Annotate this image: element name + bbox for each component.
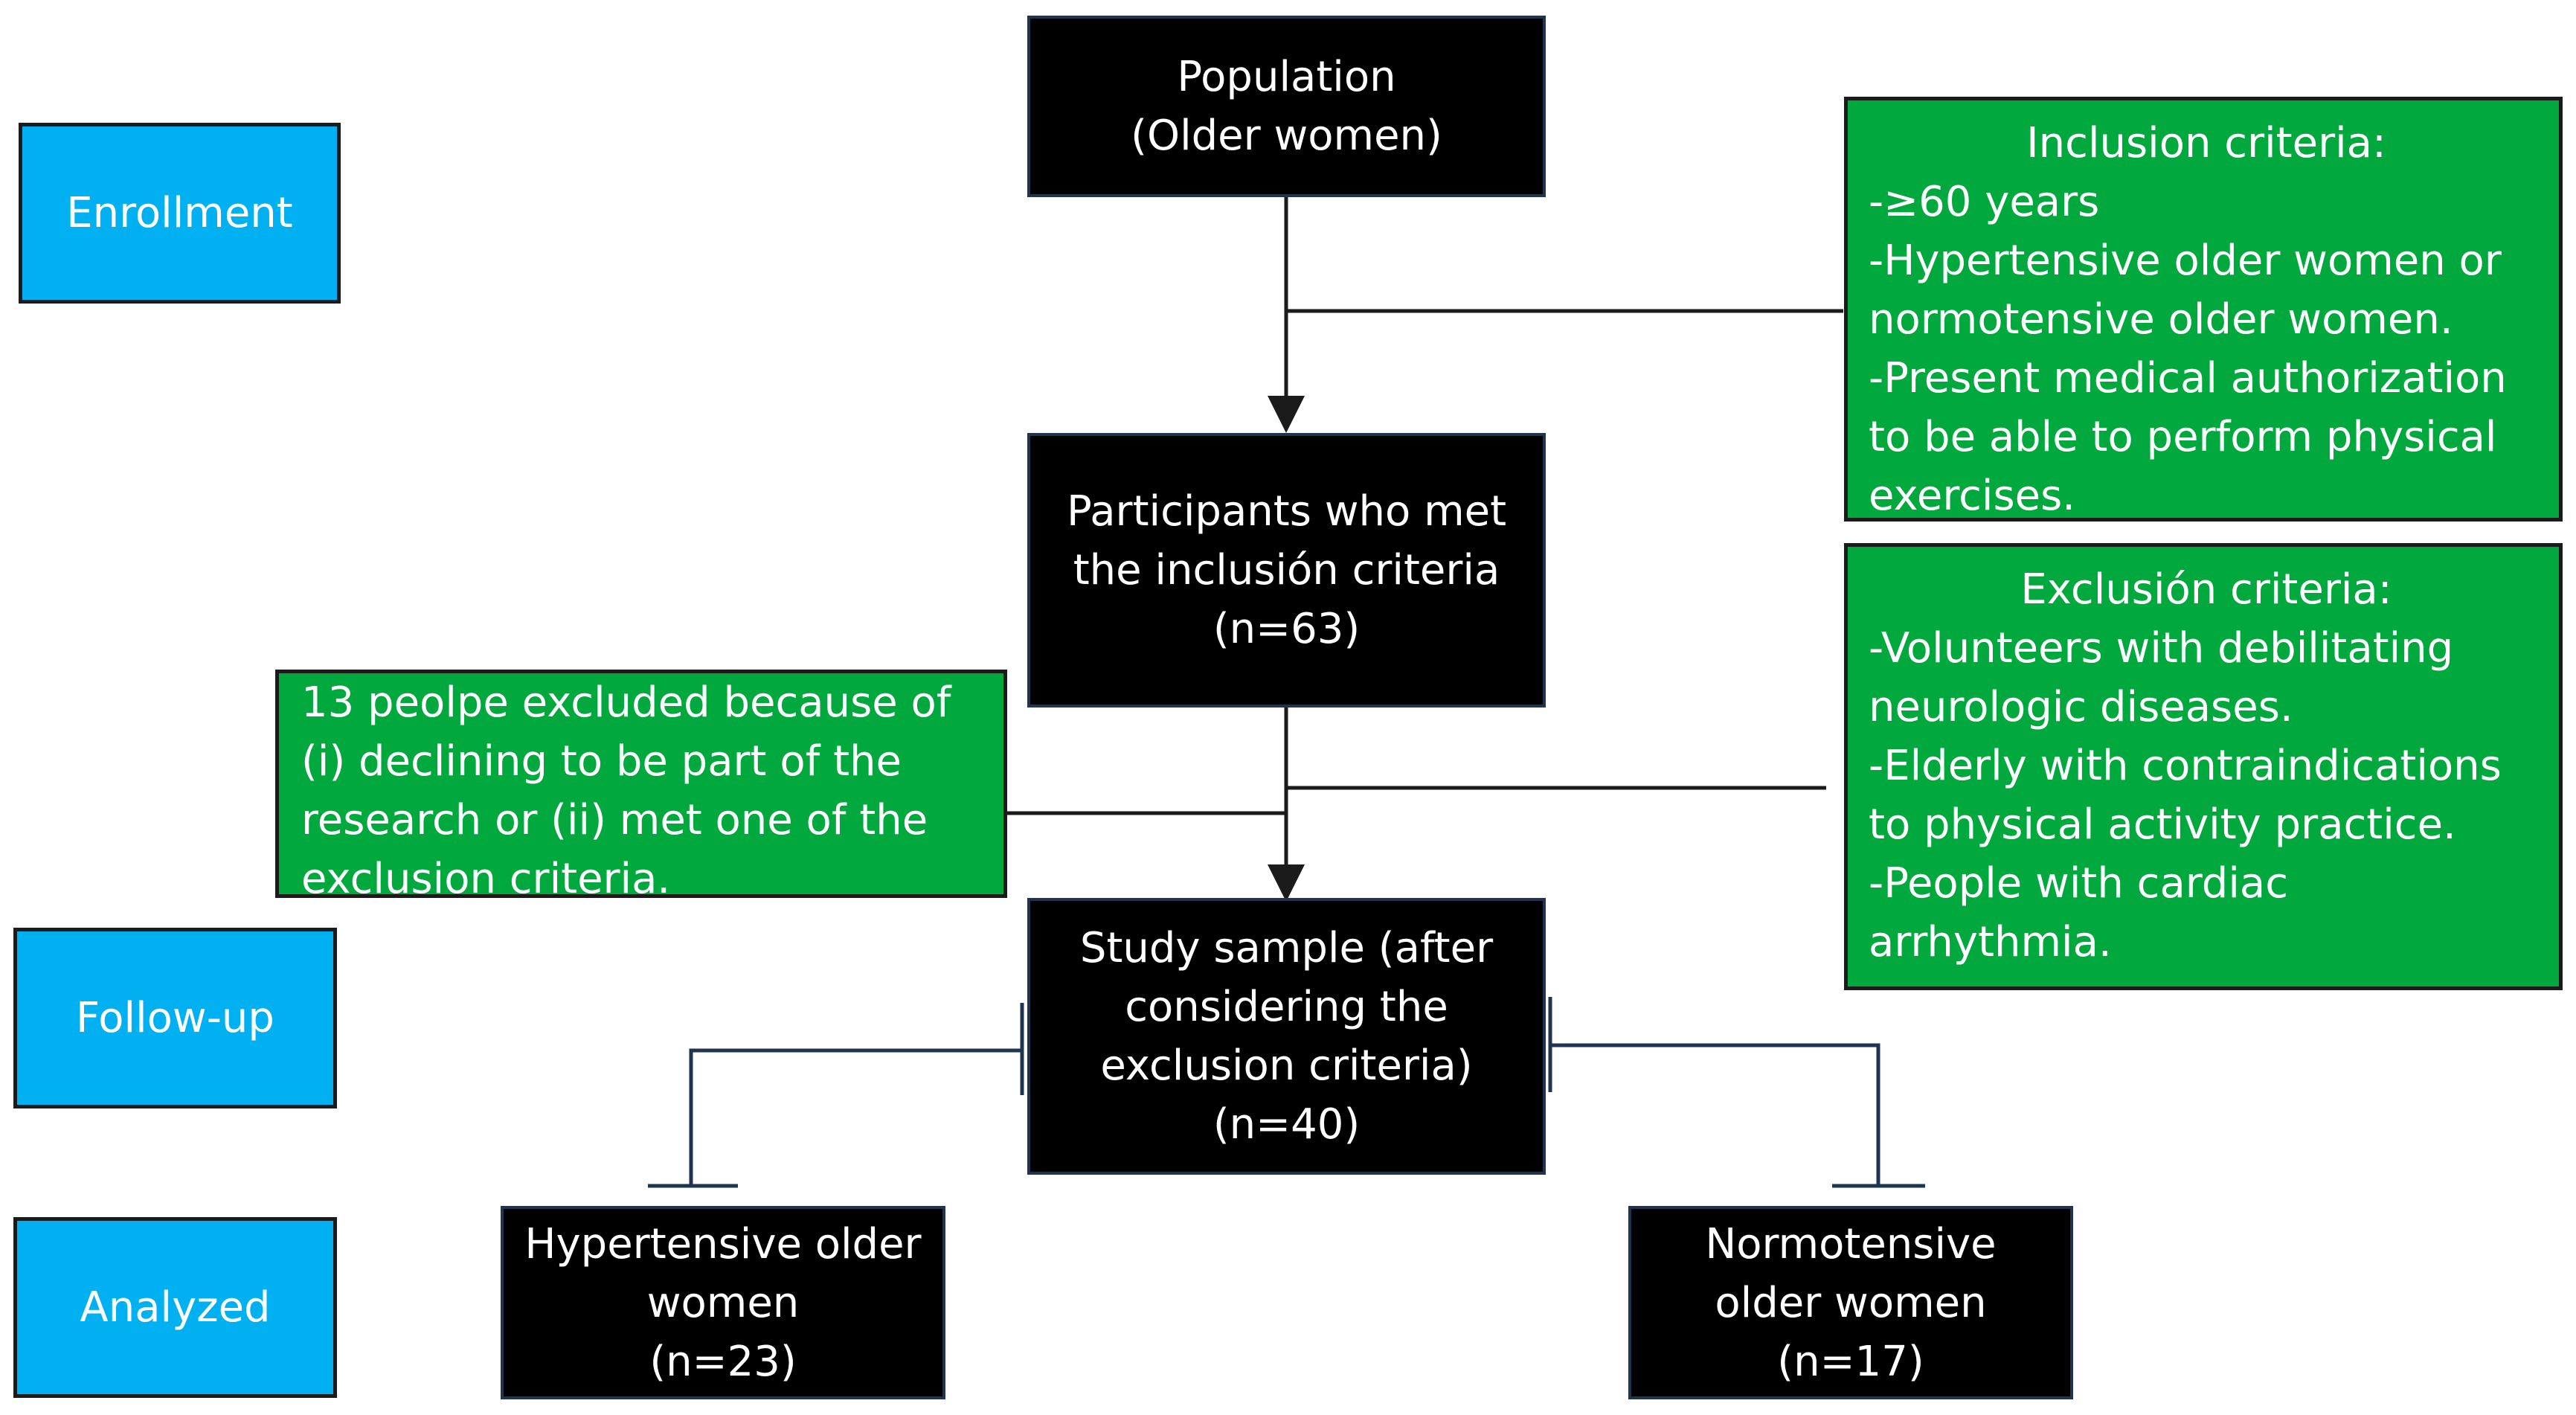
stage-enrollment-label: Enrollment: [66, 189, 293, 237]
participants-line: the inclusión criteria: [1073, 546, 1500, 594]
exclusion-criteria-item: -Volunteers with debilitating: [1869, 624, 2454, 673]
exclusion-criteria-item: -People with cardiac: [1869, 859, 2289, 908]
participants-box: Participants who met the inclusión crite…: [1027, 433, 1546, 708]
normotensive-line: Normotensive: [1705, 1219, 1997, 1268]
stage-follow-up: Follow-up: [13, 928, 337, 1108]
study-sample-line: exclusion criteria): [1100, 1042, 1473, 1090]
population-line: (Older women): [1131, 112, 1442, 160]
inclusion-criteria-box: Inclusion criteria: -≥60 years -Hyperten…: [1844, 97, 2563, 522]
population-line: Population: [1177, 53, 1396, 101]
branch-to-hypertensive: [689, 1048, 1021, 1186]
inclusion-criteria-title: Inclusion criteria:: [2026, 119, 2386, 167]
inclusion-criteria-item: exercises.: [1869, 472, 2076, 520]
stage-enrollment: Enrollment: [19, 123, 341, 304]
excluded-note-line: research or (ii) met one of the: [301, 796, 928, 844]
stage-analyzed: Analyzed: [13, 1217, 337, 1398]
study-sample-line: considering the: [1125, 983, 1448, 1031]
inclusion-criteria-item: normotensive older women.: [1869, 295, 2453, 344]
hypertensive-box: Hypertensive older women (n=23): [501, 1206, 945, 1399]
excluded-note-box: 13 peolpe excluded because of (i) declin…: [275, 670, 1007, 903]
inclusion-criteria-item: to be able to perform physical: [1869, 413, 2497, 461]
exclusion-criteria-item: to physical activity practice.: [1869, 800, 2456, 849]
normotensive-line: (n=17): [1777, 1337, 1924, 1386]
inclusion-criteria-item: -Present medical authorization: [1869, 354, 2507, 402]
inclusion-criteria-item: -Hypertensive older women or: [1869, 237, 2502, 285]
study-sample-line: Study sample (after: [1079, 924, 1494, 972]
normotensive-box: Normotensive older women (n=17): [1628, 1206, 2073, 1399]
hypertensive-line: (n=23): [649, 1337, 797, 1386]
exclusion-criteria-item: -Elderly with contraindications: [1869, 742, 2502, 790]
excluded-note-line: 13 peolpe excluded because of: [301, 678, 951, 727]
inclusion-criteria-item: -≥60 years: [1869, 178, 2100, 226]
participants-line: Participants who met: [1066, 487, 1507, 536]
hypertensive-line: women: [646, 1278, 800, 1327]
exclusion-criteria-box: Exclusión criteria: -Volunteers with deb…: [1844, 543, 2563, 990]
stage-follow-up-label: Follow-up: [76, 994, 274, 1042]
participants-line: (n=63): [1212, 605, 1361, 653]
study-sample-box: Study sample (after considering the excl…: [1027, 898, 1546, 1175]
exclusion-criteria-title: Exclusión criteria:: [2020, 565, 2392, 614]
hypertensive-line: Hypertensive older: [524, 1219, 922, 1268]
exclusion-criteria-item: neurologic diseases.: [1869, 683, 2293, 731]
stage-analyzed-label: Analyzed: [80, 1283, 271, 1332]
excluded-note-line: exclusion criteria.: [301, 855, 671, 903]
excluded-note-line: (i) declining to be part of the: [301, 737, 902, 786]
population-box: Population (Older women): [1027, 16, 1546, 197]
exclusion-criteria-item: arrhythmia.: [1869, 918, 2112, 966]
study-sample-line: (n=40): [1212, 1100, 1361, 1149]
normotensive-line: older women: [1715, 1278, 1987, 1327]
branch-to-normotensive: [1549, 1043, 1880, 1186]
